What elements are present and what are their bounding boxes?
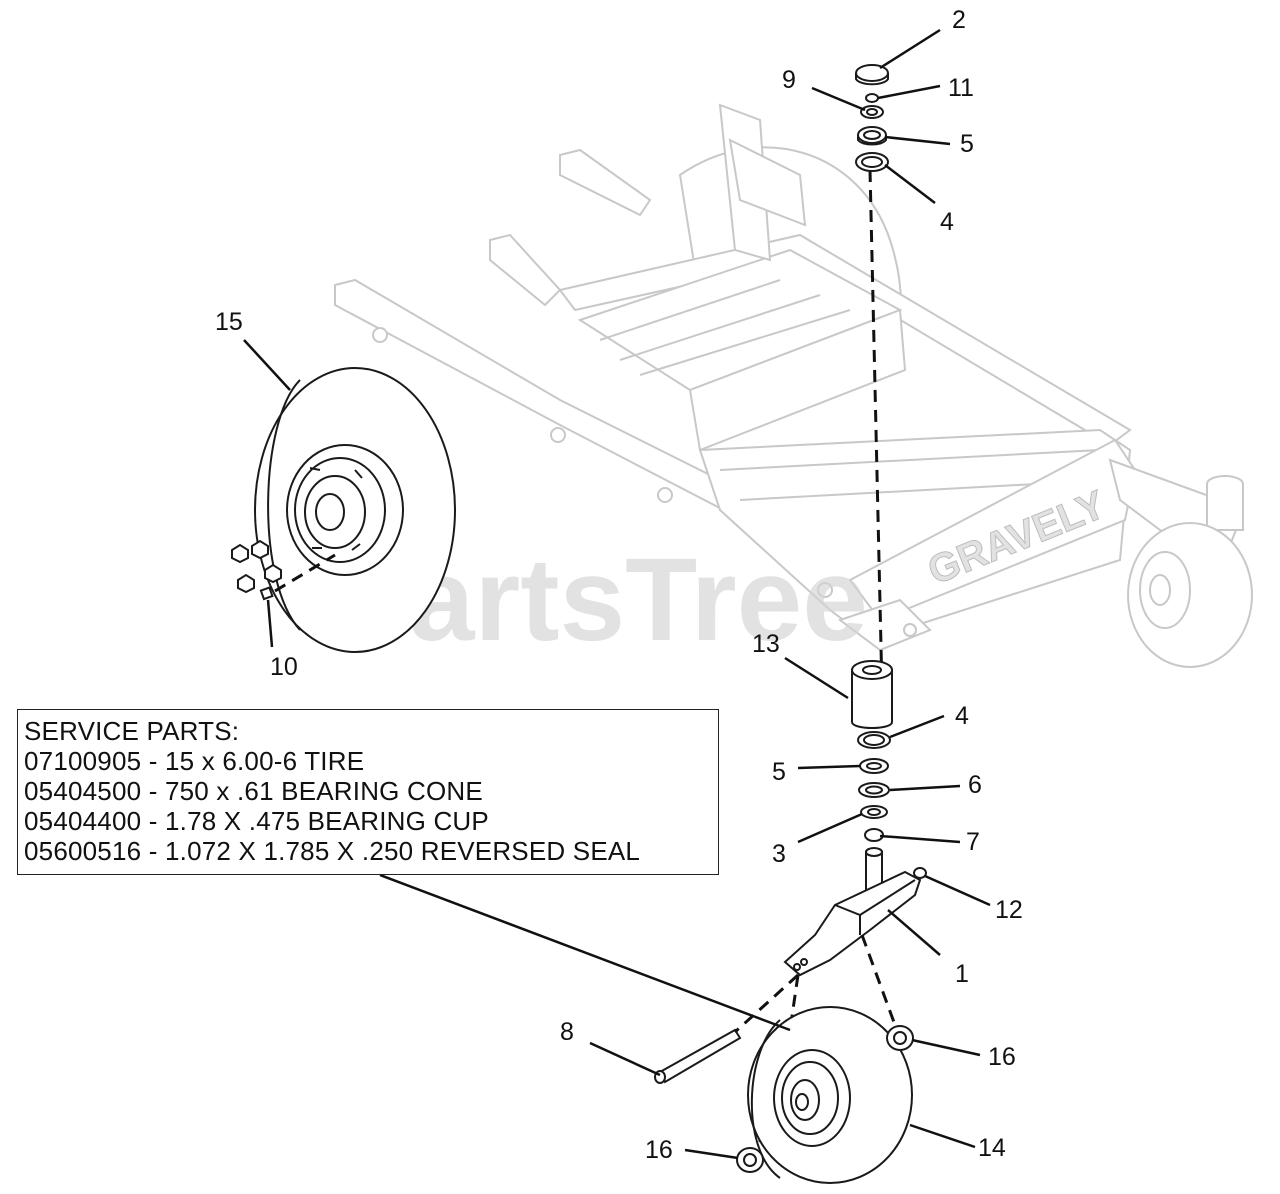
service-part-line: 05600516 - 1.072 X 1.785 X .250 REVERSED… <box>24 836 641 866</box>
axle-bolt-8 <box>654 1028 742 1084</box>
seal-6 <box>858 782 890 798</box>
caster-wheel-14 <box>747 1006 913 1184</box>
callout-5-upper: 5 <box>960 130 974 158</box>
caster-tube-13 <box>851 660 893 729</box>
bolt-12 <box>913 867 927 879</box>
leader-lines <box>243 28 991 1160</box>
drive-wheel-15 <box>254 367 456 653</box>
spacer-16-lower <box>736 1147 764 1173</box>
nut-11 <box>865 93 879 103</box>
callout-16-lower: 16 <box>645 1136 673 1164</box>
service-parts-heading: SERVICE PARTS: <box>24 716 240 746</box>
dust-cap-2 <box>855 64 889 86</box>
service-part-line: 05404400 - 1.78 X .475 BEARING CUP <box>24 806 489 836</box>
callout-11: 11 <box>948 74 974 102</box>
bearing-cup-4-lower <box>857 731 891 749</box>
service-parts-box: SERVICE PARTS: 07100905 - 15 x 6.00-6 TI… <box>17 709 719 875</box>
mower-frame: GRAVELY <box>334 103 1253 668</box>
bearing-cone-5-upper <box>857 126 887 146</box>
callout-12: 12 <box>995 896 1023 924</box>
callout-10: 10 <box>270 653 298 681</box>
lug-nuts <box>231 539 336 601</box>
callout-13: 13 <box>752 630 780 658</box>
callout-8: 8 <box>560 1018 574 1046</box>
service-part-line: 05404500 - 750 x .61 BEARING CONE <box>24 776 483 806</box>
callout-7: 7 <box>966 828 980 856</box>
bearing-cup-4-upper <box>855 152 889 172</box>
callout-numbers: 2 9 11 5 4 15 10 13 4 5 6 3 7 12 1 8 16 … <box>215 6 1023 1164</box>
callout-3: 3 <box>772 840 786 868</box>
bearing-3 <box>860 805 888 819</box>
callout-14: 14 <box>978 1134 1006 1162</box>
callout-4-upper: 4 <box>940 208 954 236</box>
spacer-16-upper <box>886 1025 914 1051</box>
callout-5-lower: 5 <box>772 758 786 786</box>
callout-16-upper: 16 <box>988 1043 1016 1071</box>
bearing-cone-5-lower <box>859 758 889 774</box>
callout-4-lower: 4 <box>955 702 969 730</box>
service-part-line: 07100905 - 15 x 6.00-6 TIRE <box>24 746 365 776</box>
callout-9: 9 <box>782 66 796 94</box>
caster-fork-1 <box>783 847 922 977</box>
callout-6: 6 <box>968 771 982 799</box>
callout-1: 1 <box>955 960 969 988</box>
washer-9 <box>860 105 884 119</box>
callout-2: 2 <box>952 6 966 34</box>
assembly-axis-dashed <box>868 169 884 691</box>
callout-15: 15 <box>215 308 243 336</box>
